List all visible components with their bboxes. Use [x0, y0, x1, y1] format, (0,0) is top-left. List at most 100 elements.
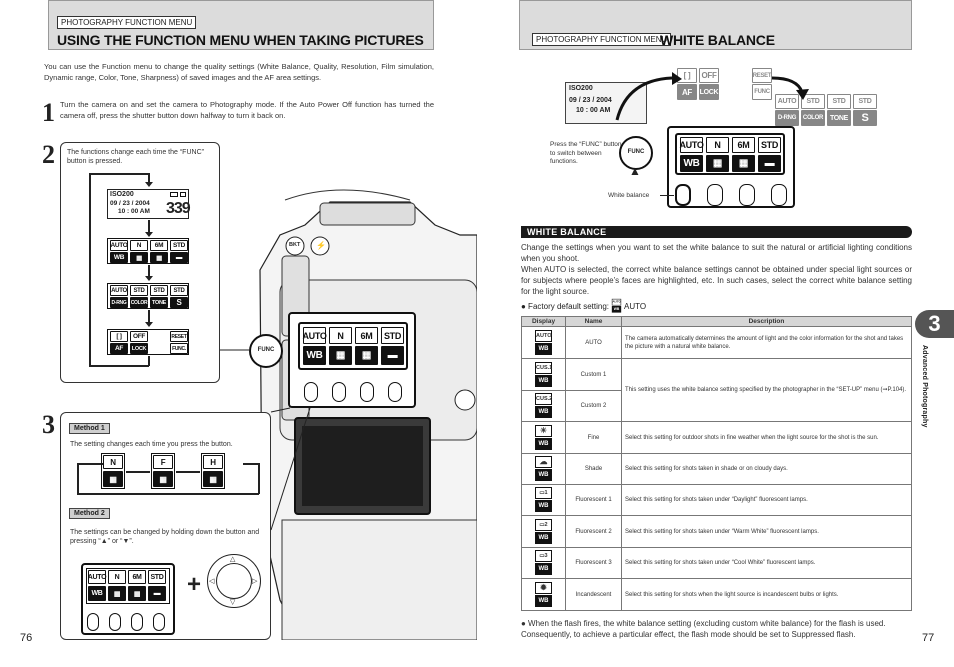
row-desc: Select this setting for shots taken unde… — [621, 484, 912, 516]
sharpness-icon: S — [170, 297, 188, 308]
down-arrow-icon[interactable]: ▽ — [230, 599, 236, 606]
soft-button-2[interactable] — [332, 382, 346, 402]
battery-icon — [170, 192, 178, 197]
reset-icon: RESET — [170, 331, 188, 342]
m2-soft-button-1[interactable] — [87, 613, 99, 631]
row-desc: Select this setting for shots when the l… — [621, 578, 912, 611]
faded-func-icon: FUNC — [752, 84, 772, 100]
right-arrow-icon[interactable]: ▷ — [252, 578, 258, 585]
wb-soft-button-4[interactable] — [771, 184, 787, 206]
quality-n-sub-icon: ▦ — [103, 471, 123, 487]
section-title: WHITE BALANCE — [527, 227, 607, 237]
wb-func-bar: AUTO WB N ▦ 6M ▦ STD ▬ — [675, 133, 785, 175]
four-way-controller[interactable]: △ ▽ ◁ ▷ — [207, 554, 261, 608]
faded-af-icon: AF — [677, 84, 697, 100]
af-area-icon: [ ] — [110, 331, 128, 342]
step-1-number: 1 — [42, 98, 55, 127]
auto-icon: AUTO — [110, 240, 128, 251]
faded-sharpness-icon: S — [853, 110, 877, 126]
arrow-down-icon — [145, 322, 153, 327]
m2-quality-icon: N — [108, 570, 126, 584]
row-desc: This setting uses the white balance sett… — [621, 358, 912, 422]
quality-n-icon: N — [103, 455, 123, 469]
wb-lcd-time: 10 : 00 AM — [576, 107, 611, 114]
faded-drange-icon: D-RNG — [775, 110, 799, 126]
wb-quality-icon: N — [706, 137, 729, 153]
wb-soft-button-1[interactable] — [675, 184, 691, 206]
film-sim-sub-icon: ▬ — [170, 252, 188, 263]
soft-button-3[interactable] — [360, 382, 374, 402]
m2-soft-button-4[interactable] — [153, 613, 165, 631]
chapter-tab: 3 — [915, 310, 954, 338]
left-arrow-icon[interactable]: ◁ — [209, 578, 215, 585]
cam-resolution-sub-icon: ▦ — [355, 346, 378, 365]
color-icon: COLOR — [130, 297, 148, 308]
right-page-title: WHITE BALANCE — [660, 32, 775, 48]
lcd-iso: ISO200 — [110, 191, 134, 198]
faded-sharp-std-icon: STD — [853, 94, 877, 109]
tone-icon: TONE — [150, 297, 168, 308]
right-page: PHOTOGRAPHY FUNCTION MENU WHITE BALANCE … — [477, 0, 954, 667]
wb-para-2: When AUTO is selected, the correct white… — [521, 265, 912, 296]
func-button[interactable]: FUNC — [249, 334, 283, 368]
soft-button-4[interactable] — [388, 382, 402, 402]
lcd-screen: ISO200 09 / 23 / 2004 10 : 00 AM 339 — [107, 189, 191, 219]
step-1-text: Turn the camera on and set the camera to… — [60, 100, 434, 120]
row-desc: Select this setting for shots taken unde… — [621, 547, 912, 579]
film-sim-icon: STD — [170, 240, 188, 251]
finger-press-icon: ▲ — [629, 164, 641, 178]
drange-icon: D-RNG — [110, 297, 128, 308]
plus-icon: + — [187, 571, 202, 598]
faded-tone-std-icon: STD — [827, 94, 851, 109]
cam-wb-icon: WB — [303, 346, 326, 365]
af-icon: AF — [110, 343, 128, 354]
wb-resolution-icon: 6M — [732, 137, 755, 153]
wb-func-button[interactable]: FUNC — [619, 136, 653, 170]
step-2-number: 2 — [42, 140, 55, 169]
left-header: PHOTOGRAPHY FUNCTION MENU USING THE FUNC… — [48, 0, 434, 50]
faded-reset-icon: RESET — [752, 68, 772, 83]
bkt-label: BKT — [289, 242, 301, 248]
table-row: ☀WB Fine Select this setting for outdoor… — [521, 421, 912, 454]
cam-auto-icon: AUTO — [302, 327, 327, 344]
wb-auto-icon: AUTO — [679, 137, 704, 153]
camera-func-bar: AUTO WB N ▦ 6M ▦ STD ▬ — [298, 322, 408, 370]
m2-soft-button-3[interactable] — [131, 613, 143, 631]
func-button-label: FUNC — [257, 347, 275, 353]
col-display: Display — [521, 316, 566, 327]
up-arrow-icon[interactable]: △ — [230, 556, 236, 563]
color-std-icon: STD — [130, 285, 148, 296]
step-2-panel: The functions change each time the “FUNC… — [60, 142, 220, 383]
right-header: PHOTOGRAPHY FUNCTION MENU WHITE BALANCE — [519, 0, 912, 50]
step-3-panel: Method 1 The setting changes each time y… — [60, 412, 271, 640]
wb-soft-button-3[interactable] — [739, 184, 755, 206]
cam-quality-icon: N — [329, 327, 352, 344]
reset-func-icon: FUNC. — [170, 343, 188, 354]
m2-soft-button-2[interactable] — [109, 613, 121, 631]
left-intro: You can use the Function menu to change … — [44, 62, 434, 82]
step-3-number: 3 — [42, 410, 55, 439]
drange-auto-icon: AUTO — [110, 285, 128, 296]
table-row: ☁WB Shade Select this setting for shots … — [521, 453, 912, 485]
quality-f-sub-icon: ▦ — [153, 471, 173, 487]
wb-quality-sub-icon: ▦ — [706, 155, 729, 172]
wb-soft-button-2[interactable] — [707, 184, 723, 206]
method-1-tag: Method 1 — [69, 423, 110, 434]
soft-button-1[interactable] — [304, 382, 318, 402]
table-row: ✹WB Incandescent Select this setting for… — [521, 578, 912, 611]
left-page: PHOTOGRAPHY FUNCTION MENU USING THE FUNC… — [20, 0, 477, 644]
row-desc: The camera automatically determines the … — [621, 326, 912, 359]
cycle-arrows — [615, 72, 809, 121]
faded-row-af: [ ] AF OFF LOCK — [677, 66, 741, 102]
row-desc: Select this setting for shots taken in s… — [621, 453, 912, 485]
row-name: Custom 1 — [565, 358, 622, 391]
faded-color-icon: COLOR — [801, 110, 825, 126]
row-name: Shade — [565, 453, 622, 485]
flash-icon: ⚡ — [316, 241, 326, 250]
func-row-1: AUTO WB N ▦ 6M ▦ STD ▬ — [107, 238, 189, 264]
